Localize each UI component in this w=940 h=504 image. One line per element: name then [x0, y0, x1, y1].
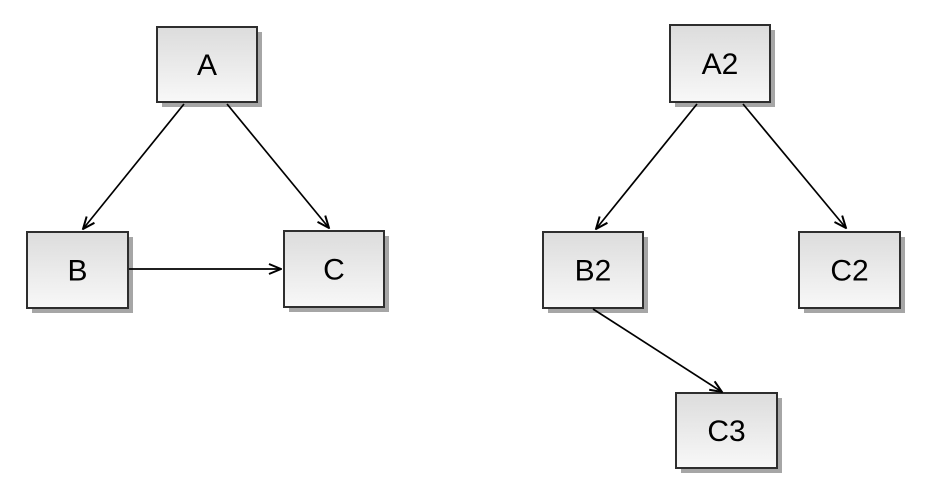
- node-box: [542, 231, 644, 309]
- node-box: [798, 231, 901, 309]
- node-A: A: [156, 26, 262, 107]
- node-box: [26, 231, 129, 309]
- edge-A2-B2: [596, 103, 698, 229]
- node-box: [283, 230, 385, 308]
- edge-A-B: [83, 103, 185, 229]
- node-label: A: [197, 49, 217, 82]
- node-label: A2: [702, 48, 739, 81]
- node-label: C3: [707, 415, 745, 448]
- node-B2: B2: [542, 231, 648, 313]
- edge-B2-C3: [592, 308, 722, 392]
- node-box: [156, 26, 258, 103]
- node-label: C: [323, 254, 345, 287]
- node-C: C: [283, 230, 389, 312]
- node-label: B2: [575, 255, 612, 288]
- node-label: B: [67, 255, 87, 288]
- edge-A2-C2: [742, 103, 846, 228]
- node-box: [669, 24, 771, 103]
- node-label: C2: [830, 255, 868, 288]
- node-C2: C2: [798, 231, 905, 313]
- left-graph: A B C: [26, 26, 389, 313]
- node-B: B: [26, 231, 133, 313]
- edge-A-C: [226, 103, 329, 228]
- node-A2: A2: [669, 24, 775, 107]
- node-C3: C3: [675, 392, 782, 473]
- node-box: [675, 392, 778, 469]
